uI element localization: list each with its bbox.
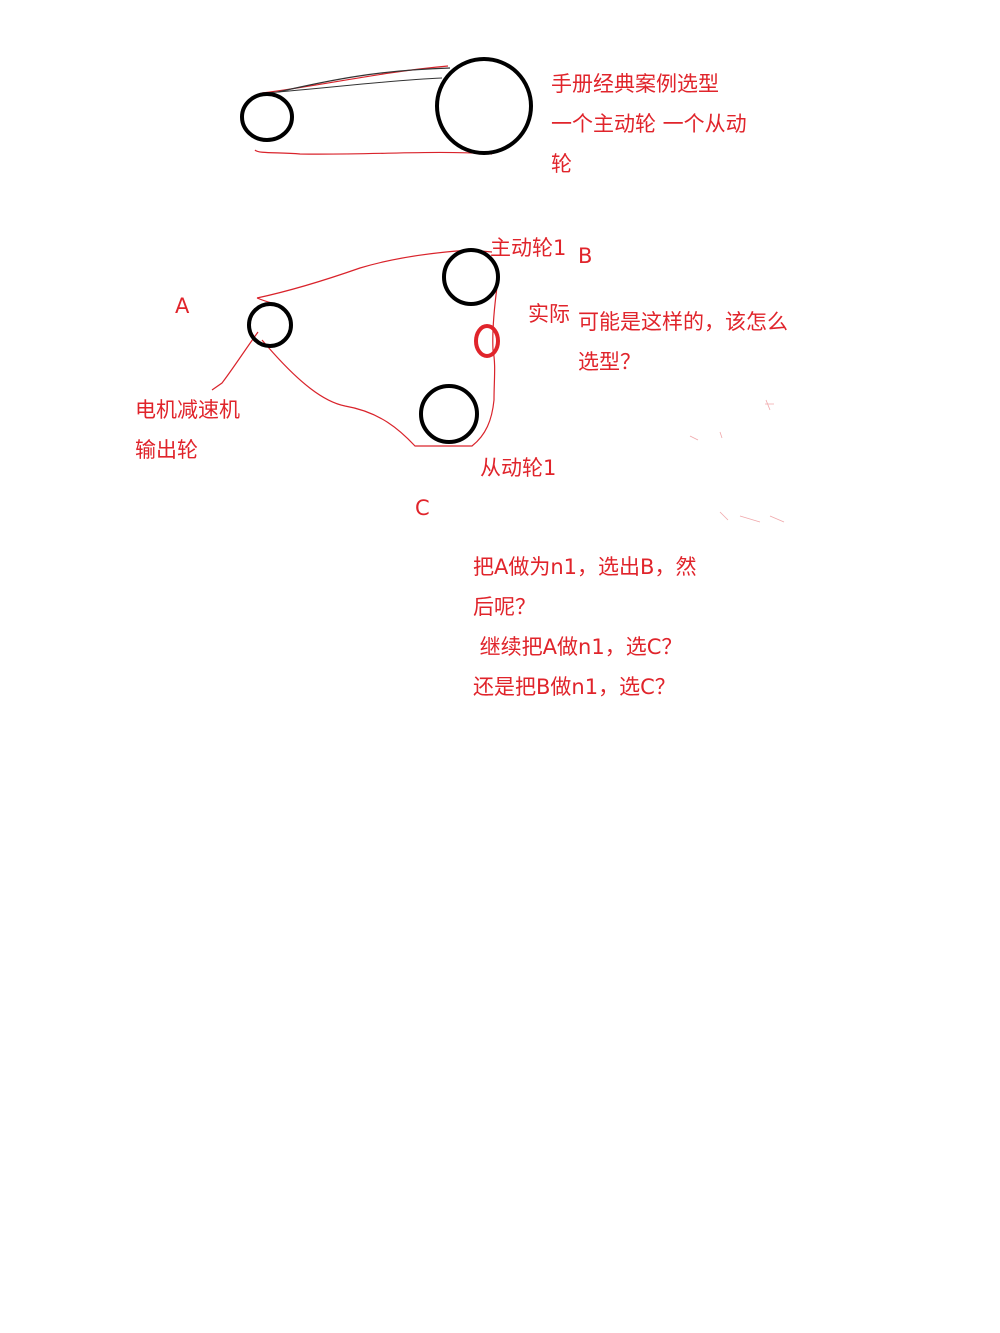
followup-caption: 把A做为n1，选出B，然 后呢？ 继续把A做n1，选C？ 还是把B做n1，选C？ [473,547,696,707]
followup-line-4: 还是把B做n1，选C？ [473,675,676,699]
case-small-pulley [240,92,294,142]
pulley-b [442,248,500,306]
case-belt-bottom [254,149,493,155]
followup-line-1: 把A做为n1，选出B，然 [473,555,697,579]
followup-line-3: 继续把A做n1，选C？ [473,635,683,659]
actual-belt [256,249,498,447]
motor-line-2: 输出轮 [135,438,198,462]
case-belt-top-dark-2 [264,77,443,94]
case-large-pulley [435,57,533,155]
case-belt-top-dark [277,67,451,93]
motor-leader-line [211,331,259,391]
follower-label: 从动轮1 [480,456,557,480]
driver-label: 主动轮1 [490,236,567,260]
question-caption: 可能是这样的，该怎么 选型？ [578,302,788,382]
case-line-3: 轮 [551,152,572,176]
question-line-1: 可能是这样的，该怎么 [578,310,788,334]
motor-caption: 电机减速机 输出轮 [135,390,240,470]
case-belt-top [261,65,449,94]
label-b: B [578,244,593,268]
pulley-c [419,384,479,444]
actual-word: 实际 [528,302,570,326]
followup-line-2: 后呢？ [473,595,536,619]
motor-line-1: 电机减速机 [135,398,240,422]
case-caption: 手册经典案例选型 一个主动轮 一个从动 轮 [551,64,747,184]
label-a: A [175,294,190,318]
case-line-1: 手册经典案例选型 [551,72,719,96]
case-line-2: 一个主动轮 一个从动 [551,112,747,136]
label-c: C [415,496,430,520]
question-line-2: 选型？ [578,350,641,374]
pulley-a [247,302,293,348]
idler-pulley-red [474,324,500,358]
stray-marks [689,399,785,523]
